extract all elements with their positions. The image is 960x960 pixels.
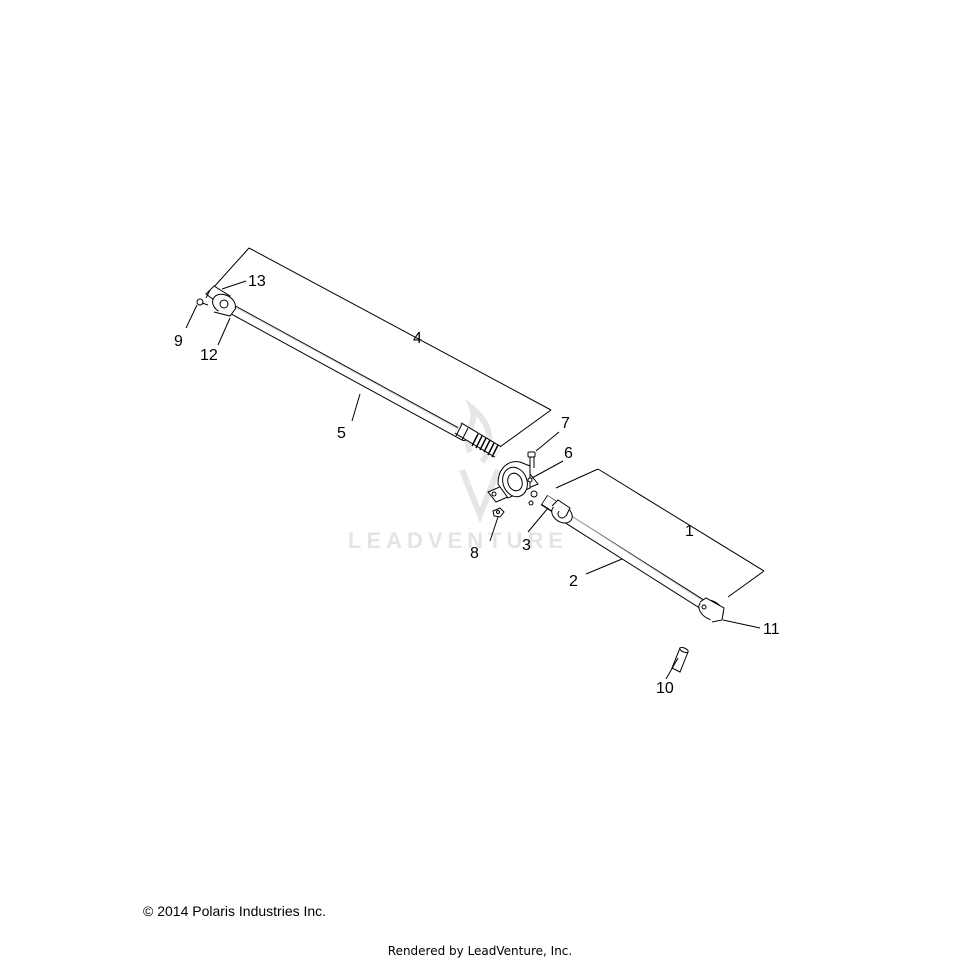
callout-9: 9 [174, 333, 183, 350]
callouts: 1 2 3 4 5 6 7 8 9 10 11 12 13 [174, 273, 780, 697]
center-bearing [487, 461, 539, 503]
bracket-item-4 [212, 247, 552, 453]
front-u-joint-inner [551, 499, 573, 524]
callout-8: 8 [470, 545, 479, 562]
nut-item-8 [492, 507, 505, 518]
callout-10: 10 [656, 680, 674, 697]
nut-item-3 [528, 490, 538, 506]
watermark-text: LEADVENTURE [348, 528, 568, 553]
callout-1: 1 [685, 523, 694, 540]
leader-lines [185, 280, 761, 680]
rear-u-joint [205, 285, 237, 317]
pin [671, 646, 689, 673]
rear-prop-shaft [221, 301, 502, 458]
rendered-by-notice: Rendered by LeadVenture, Inc. [387, 944, 573, 958]
callout-5: 5 [337, 425, 346, 442]
bracket-item-1 [555, 468, 765, 598]
copyright-notice: © 2014 Polaris Industries Inc. [143, 903, 327, 919]
callout-11: 11 [763, 621, 780, 638]
callout-2: 2 [569, 573, 578, 590]
watermark-logo-icon [459, 398, 501, 524]
callout-6: 6 [564, 445, 573, 462]
callout-7: 7 [561, 415, 570, 432]
spline-end [454, 422, 502, 458]
front-u-joint-outer [698, 597, 725, 623]
grease-fitting-rear [196, 298, 209, 306]
callout-13: 13 [248, 273, 266, 290]
callout-4: 4 [413, 330, 422, 347]
callout-12: 12 [200, 347, 218, 364]
callout-3: 3 [522, 537, 531, 554]
